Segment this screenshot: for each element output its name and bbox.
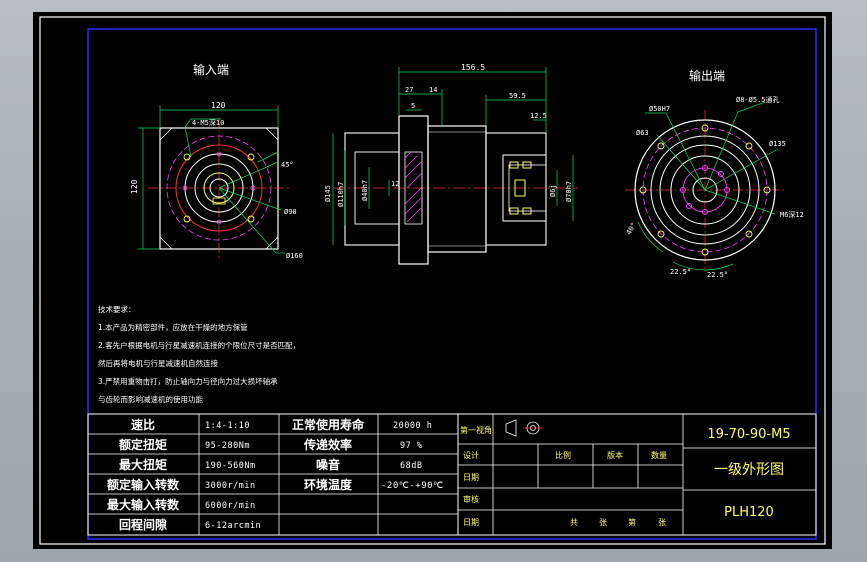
tb-scale-label: 比例 bbox=[555, 450, 571, 460]
spec-value: 68dB bbox=[400, 461, 422, 471]
spec-label: 最大输入转数 bbox=[107, 497, 180, 512]
input-view-title: 输入端 bbox=[193, 62, 229, 77]
spec-value: 97 % bbox=[400, 441, 422, 451]
dim-out-holes: Ø8-Ø5.5通孔 bbox=[736, 95, 780, 104]
note-line: 2.客先户根据电机与行星减速机连接的个限位尺寸是否匹配， bbox=[98, 340, 300, 350]
tb-version-label: 版本 bbox=[607, 450, 623, 460]
tb-qty-label: 数量 bbox=[651, 450, 667, 460]
dim-len-14: 14 bbox=[429, 86, 437, 94]
tb-projection: 第一视角 bbox=[460, 425, 492, 435]
note-line: 与齿轮而影响减速机的使用功能 bbox=[98, 394, 203, 404]
dim-out-a22-5: 22.5° bbox=[670, 268, 691, 276]
spec-label: 正常使用寿命 bbox=[292, 417, 365, 432]
tb-draw: 日期 bbox=[463, 473, 479, 482]
spec-label: 回程间隙 bbox=[119, 517, 167, 532]
spec-label: 额定输入转数 bbox=[107, 477, 180, 492]
drawing-sheet: 输入端 bbox=[39, 16, 826, 545]
dim-d40h7: Ø40h7 bbox=[361, 180, 369, 201]
dim-out-d63: Ø63 bbox=[636, 129, 649, 137]
spec-value: 6-12arcmin bbox=[205, 521, 261, 531]
spec-label: 最大扭矩 bbox=[119, 457, 167, 472]
tb-design: 设计 bbox=[463, 450, 479, 460]
output-view-title: 输出端 bbox=[689, 68, 725, 83]
dim-d6j: Ø6j bbox=[549, 184, 557, 197]
dim-total-length: 156.5 bbox=[461, 63, 485, 72]
tb-model: PLH120 bbox=[724, 505, 774, 520]
tb-sheets-total: 共 bbox=[570, 518, 578, 527]
spec-table: 速比 额定扭矩 最大扭矩 额定输入转数 最大输入转数 回程间隙 正常使用寿命 传… bbox=[87, 413, 459, 536]
dim-len-59-5: 59.5 bbox=[509, 92, 526, 100]
dim-out-a40: 40° bbox=[625, 221, 638, 236]
dim-input-d160: Ø160 bbox=[286, 252, 303, 260]
dim-len-12-5: 12.5 bbox=[530, 112, 547, 120]
spec-value: 6000r/min bbox=[205, 501, 256, 511]
drawing-frame bbox=[87, 28, 817, 540]
dim-input-height: 120 bbox=[130, 179, 139, 194]
dim-input-holes: 4-M5深10 bbox=[192, 118, 224, 127]
dim-d12: 12 bbox=[391, 180, 399, 188]
dim-len-5: 5 bbox=[411, 102, 415, 110]
dim-d110h7: Ø110h7 bbox=[337, 182, 345, 207]
cad-drawing-canvas[interactable]: 输入端 bbox=[33, 12, 832, 549]
spec-value: -20℃-+90℃ bbox=[381, 481, 444, 491]
tb-date: 日期 bbox=[463, 518, 479, 527]
dim-input-d90: Ø90 bbox=[284, 208, 297, 216]
dim-input-width: 120 bbox=[211, 101, 226, 110]
spec-value: 3000r/min bbox=[205, 481, 256, 491]
output-end-view: 输出端 bbox=[625, 68, 804, 279]
tb-drawing-no: 19-70-90-M5 bbox=[707, 427, 790, 442]
dim-input-angle: 45° bbox=[281, 161, 294, 169]
dim-out-m6: M6深12 bbox=[780, 210, 804, 219]
dim-out-a22-5b: 22.5° bbox=[707, 271, 728, 279]
tb-sheets-unit: 张 bbox=[599, 518, 607, 527]
spec-label: 噪音 bbox=[316, 457, 340, 472]
spec-label: 环境温度 bbox=[304, 477, 353, 492]
technical-notes: 技术要求： 1.本产品为精密部件，应放在干燥的地方保管 2.客先户根据电机与行星… bbox=[98, 304, 300, 404]
dim-d145: Ø145 bbox=[324, 185, 332, 202]
dim-len-27: 27 bbox=[405, 86, 413, 94]
spec-value: 20000 h bbox=[393, 421, 432, 431]
spec-value: 95-280Nm bbox=[205, 441, 250, 451]
input-end-view: 输入端 bbox=[130, 62, 303, 260]
side-section-view: 156.5 27 14 59.5 12.5 5 Ø145 Ø110h7 Ø40h… bbox=[324, 63, 578, 265]
tb-sheet-no: 第 bbox=[628, 517, 636, 527]
note-line: 1.本产品为精密部件，应放在干燥的地方保管 bbox=[98, 322, 248, 332]
projection-symbol-icon bbox=[505, 419, 543, 437]
spec-label: 传递效率 bbox=[303, 437, 352, 452]
note-line: 然后再将电机与行星减速机自然连接 bbox=[98, 358, 218, 368]
dim-out-d135: Ø135 bbox=[769, 140, 786, 148]
spec-label: 额定扭矩 bbox=[119, 437, 167, 452]
title-block: 第一视角 设计 日期 审核 日期 比例 版本 数量 共 张 第 张 19-70-… bbox=[457, 413, 817, 536]
tb-check: 审核 bbox=[463, 494, 479, 504]
spec-label: 速比 bbox=[131, 417, 155, 432]
spec-value: 190-560Nm bbox=[205, 461, 256, 471]
note-line: 技术要求： bbox=[98, 304, 136, 314]
spec-value: 1:4-1:10 bbox=[205, 421, 250, 431]
tb-drawing-title: 一级外形图 bbox=[714, 462, 784, 478]
dim-d70h7: Ø70h7 bbox=[565, 181, 573, 202]
dim-out-d50h7: Ø50H7 bbox=[649, 105, 670, 113]
sheet-border bbox=[39, 16, 826, 545]
tb-sheet-unit2: 张 bbox=[658, 518, 666, 527]
note-line: 3.严禁用重物击打，防止轴向力与径向力过大损坏轴承 bbox=[98, 376, 278, 386]
